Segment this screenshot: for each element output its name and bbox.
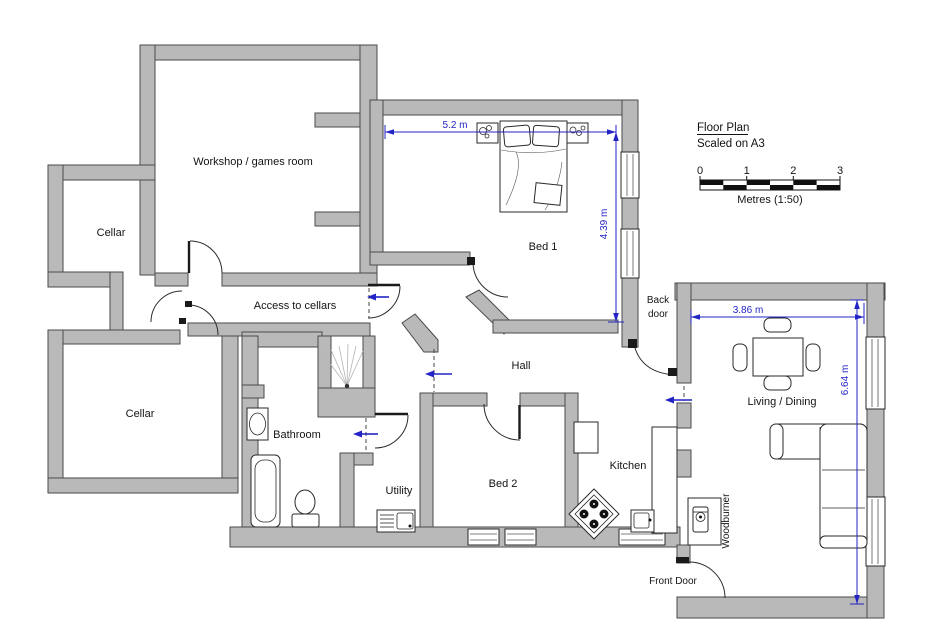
- dimension-bed1-depth: 4.39 m: [599, 132, 624, 323]
- label-front-door: Front Door: [649, 576, 697, 587]
- label-workshop: Workshop / games room: [193, 156, 313, 168]
- draught-arrows: [353, 293, 692, 438]
- bed2-door: [483, 403, 521, 441]
- window-bed2-left: [467, 528, 500, 546]
- label-utility: Utility: [386, 485, 413, 497]
- cooker: [568, 488, 620, 540]
- label-hall: Hall: [512, 360, 531, 372]
- scale-tick-1: 1: [744, 165, 750, 177]
- scale-tick-0: 0: [697, 165, 703, 177]
- scale-bar: 0 1 2 3 Metres (1:50): [697, 165, 843, 206]
- kitchen-fittings: [568, 421, 678, 540]
- label-back-door-line1: Back: [647, 295, 670, 306]
- windows: [467, 151, 886, 567]
- walls: [47, 44, 886, 619]
- dim-bed1-depth-label: 4.39 m: [599, 209, 610, 240]
- utility-sink-unit: [376, 509, 416, 533]
- double-bed: [499, 120, 568, 213]
- scale-tick-3: 3: [837, 165, 843, 177]
- window-living-lower: [865, 496, 886, 567]
- back-door: [628, 339, 677, 376]
- room-labels: Workshop / games room Cellar Cellar Acce…: [97, 156, 817, 587]
- bed1-door: [467, 257, 509, 298]
- utility-door: [374, 412, 409, 449]
- cellar-stairs: [324, 343, 364, 389]
- dining-table: [752, 337, 804, 377]
- dining-set: [732, 317, 821, 391]
- title-block: Floor Plan Scaled on A3: [697, 122, 765, 150]
- cellar-access-doors: [150, 290, 219, 336]
- label-cellar-lower: Cellar: [126, 408, 155, 420]
- hall-access-door: [367, 283, 401, 319]
- label-back-door-line2: door: [648, 309, 669, 320]
- label-bed1: Bed 1: [529, 241, 558, 253]
- workshop-door: [187, 240, 223, 274]
- scale-caption: Metres (1:50): [737, 194, 802, 206]
- fridge: [573, 421, 599, 454]
- window-bed1-upper: [620, 151, 640, 199]
- scale-tick-2: 2: [790, 165, 796, 177]
- window-living-upper: [865, 336, 886, 410]
- doors: [150, 240, 726, 599]
- dimension-living-depth: 6.64 m: [840, 299, 864, 605]
- corner-sofa: [769, 423, 868, 549]
- bathroom-fixtures: [246, 407, 320, 528]
- label-living-dining: Living / Dining: [747, 396, 816, 408]
- label-kitchen: Kitchen: [610, 460, 647, 472]
- drawing-subtitle: Scaled on A3: [697, 138, 765, 150]
- label-bed2: Bed 2: [489, 478, 518, 490]
- dim-living-depth-label: 6.64 m: [840, 365, 851, 396]
- window-bed1-lower: [620, 228, 640, 279]
- toilet: [291, 489, 320, 528]
- basin: [246, 407, 269, 441]
- window-bed2-right: [504, 528, 537, 546]
- bed1-furniture: [476, 120, 589, 213]
- woodburner-stove: [687, 497, 722, 546]
- front-door: [676, 557, 726, 599]
- drawing-title: Floor Plan: [697, 122, 749, 134]
- dim-living-width-label: 3.86 m: [733, 305, 764, 316]
- kitchen-counter: [651, 426, 678, 534]
- dim-bed1-width-label: 5.2 m: [442, 120, 467, 131]
- kitchen-sink: [630, 509, 655, 533]
- label-woodburner: Woodburner: [721, 493, 732, 549]
- label-bathroom: Bathroom: [273, 429, 321, 441]
- label-access-to-cellars: Access to cellars: [254, 300, 337, 312]
- label-cellar-upper: Cellar: [97, 227, 126, 239]
- bathtub: [250, 454, 281, 528]
